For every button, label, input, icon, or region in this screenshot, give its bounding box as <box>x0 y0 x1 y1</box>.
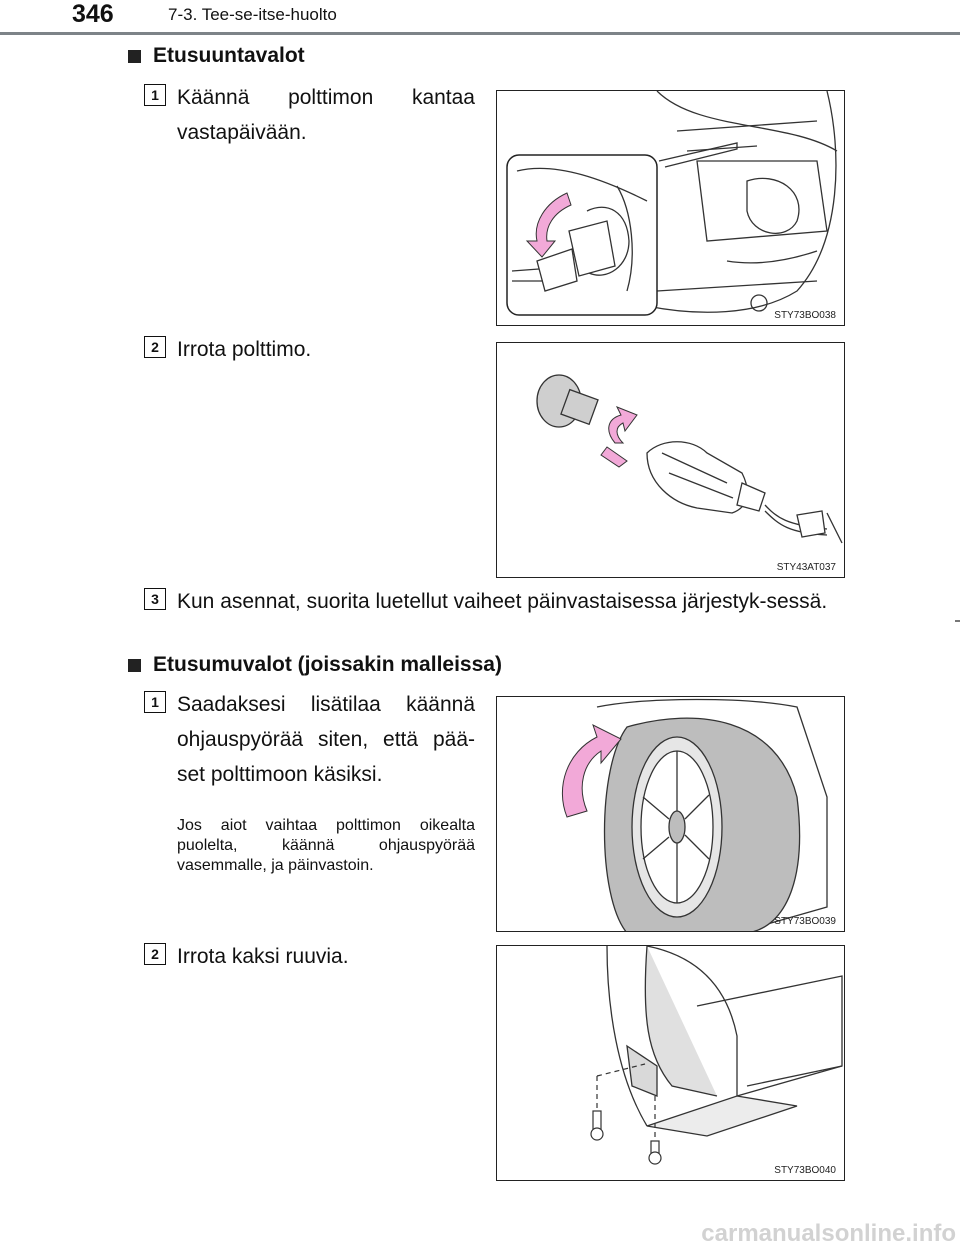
figure-code: STY73BO038 <box>774 310 836 321</box>
edge-tick <box>955 620 960 622</box>
watermark: carmanualsonline.info <box>701 1220 956 1247</box>
chapter-title: 7-3. Tee-se-itse-huolto <box>168 5 337 24</box>
step-number: 1 <box>144 84 166 106</box>
figure-headlight-socket: STY73BO038 <box>496 90 845 326</box>
page-number: 346 <box>72 0 114 28</box>
step-text: Saadaksesi lisätilaa käännä ohjauspyörää… <box>177 693 475 786</box>
step-number: 2 <box>144 336 166 358</box>
bullet-square-icon <box>128 658 141 672</box>
step-number: 1 <box>144 691 166 713</box>
header-rule <box>0 32 960 35</box>
section-title-fog-lights: Etusumuvalot (joissakin malleissa) <box>128 653 502 677</box>
step-note: Jos aiot vaihtaa polttimon oikealta puol… <box>177 817 475 874</box>
figure-code: STY73BO040 <box>774 1165 836 1176</box>
step-text: Irrota kaksi ruuvia. <box>177 945 349 968</box>
section-title-text: Etusuuntavalot <box>153 44 305 67</box>
headlight-illustration <box>506 91 838 316</box>
figure-code: STY73BO039 <box>774 916 836 927</box>
figure-steering-wheel-turned: STY73BO039 <box>496 696 845 932</box>
bullet-square-icon <box>128 49 141 63</box>
step-number: 2 <box>144 943 166 965</box>
step-text: Käännä polttimon kantaa vastapäivään. <box>177 86 475 144</box>
step-text: Irrota polttimo. <box>177 338 312 361</box>
section-title-text: Etusumuvalot (joissakin malleissa) <box>153 653 502 676</box>
figure-screw-removal: STY73BO040 <box>496 945 845 1181</box>
page-header: 346 7-3. Tee-se-itse-huolto <box>0 0 960 36</box>
wheel-illustration <box>561 698 828 931</box>
figure-bulb-removal: STY43AT037 <box>496 342 845 578</box>
step-text: Kun asennat, suorita luetellut vaiheet p… <box>177 590 828 613</box>
section-title-turn-signals: Etusuuntavalot <box>128 44 305 68</box>
bulb-illustration <box>536 374 843 544</box>
figure-code: STY43AT037 <box>776 562 836 573</box>
screws-illustration <box>590 946 843 1165</box>
step-number: 3 <box>144 588 166 610</box>
